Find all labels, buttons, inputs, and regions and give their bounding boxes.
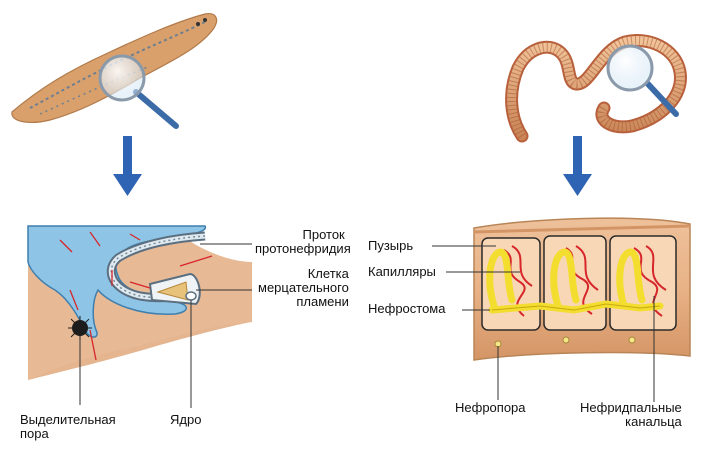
magnifier-icon	[100, 56, 176, 126]
label-excretory-pore-line1: Выделительная	[20, 413, 116, 427]
metanephridia-illustration	[432, 218, 690, 402]
label-flame-cell-line2: мерцательного	[258, 281, 349, 295]
label-flame-cell-line1: Клетка	[258, 267, 349, 281]
label-proton-duct: Проток протонефридия	[255, 228, 351, 256]
label-excretory-pore: Выделительная пора	[20, 413, 116, 441]
label-flame-cell-line3: пламени	[258, 295, 349, 309]
label-proton-duct-line1: Проток	[255, 228, 351, 242]
label-nephridial-canals-line2: канальца	[580, 415, 682, 429]
label-nephridial-canals: Нефридпальные канальца	[580, 401, 682, 429]
label-nephridial-canals-line1: Нефридпальные	[580, 401, 682, 415]
down-arrow-icon	[113, 136, 142, 196]
label-capillaries: Капилляры	[368, 265, 436, 279]
label-excretory-pore-line2: пора	[20, 427, 116, 441]
label-bladder: Пузырь	[368, 239, 413, 253]
label-nephrostome: Нефростома	[368, 302, 445, 316]
protonephridium-illustration	[28, 226, 252, 408]
label-nephropore: Нефропора	[455, 401, 526, 415]
label-flame-cell: Клетка мерцательного пламени	[258, 267, 349, 309]
label-nucleus: Ядро	[170, 413, 201, 427]
label-proton-duct-line2: протонефридия	[255, 242, 351, 256]
down-arrow-icon	[563, 136, 592, 196]
